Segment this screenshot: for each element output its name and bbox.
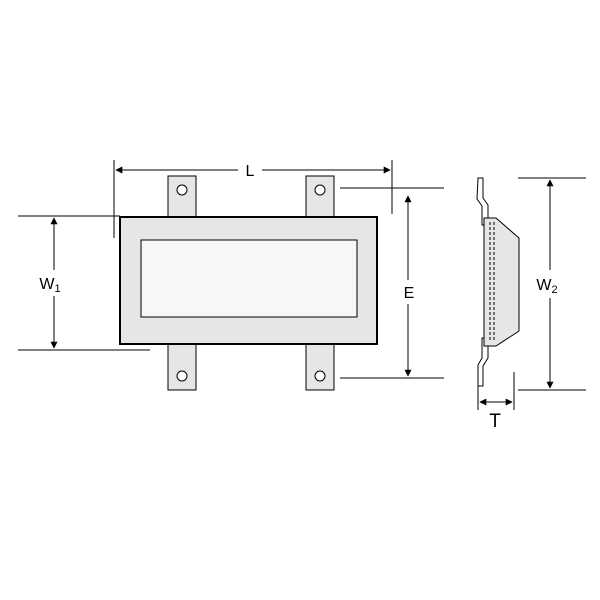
- side-view: W2 T: [476, 177, 586, 432]
- dimension-eye-spacing: E: [340, 187, 444, 379]
- mounting-tab-bottom-left: [167, 343, 197, 391]
- label-width-2: W2: [536, 277, 557, 296]
- bolt-hole: [314, 184, 326, 196]
- mounting-tab-top-right: [305, 175, 335, 219]
- bolt-hole: [176, 184, 188, 196]
- dimension-width-1: W1: [18, 215, 150, 351]
- label-length: L: [246, 163, 255, 180]
- label-width-1: W1: [39, 276, 60, 295]
- side-elastomer-body: [483, 217, 520, 347]
- mounting-tab-bottom-right: [305, 343, 335, 391]
- label-eye-spacing: E: [404, 285, 415, 302]
- dimension-thickness: T: [477, 372, 515, 432]
- elastomer-panel: [140, 239, 358, 318]
- front-view: L W1 E: [18, 160, 444, 391]
- bolt-hole: [314, 370, 326, 382]
- bolt-hole: [176, 370, 188, 382]
- dimension-width-2: W2: [518, 177, 586, 391]
- dimension-length: L: [113, 160, 393, 238]
- mounting-tab-top-left: [167, 175, 197, 219]
- label-thickness: T: [489, 411, 501, 432]
